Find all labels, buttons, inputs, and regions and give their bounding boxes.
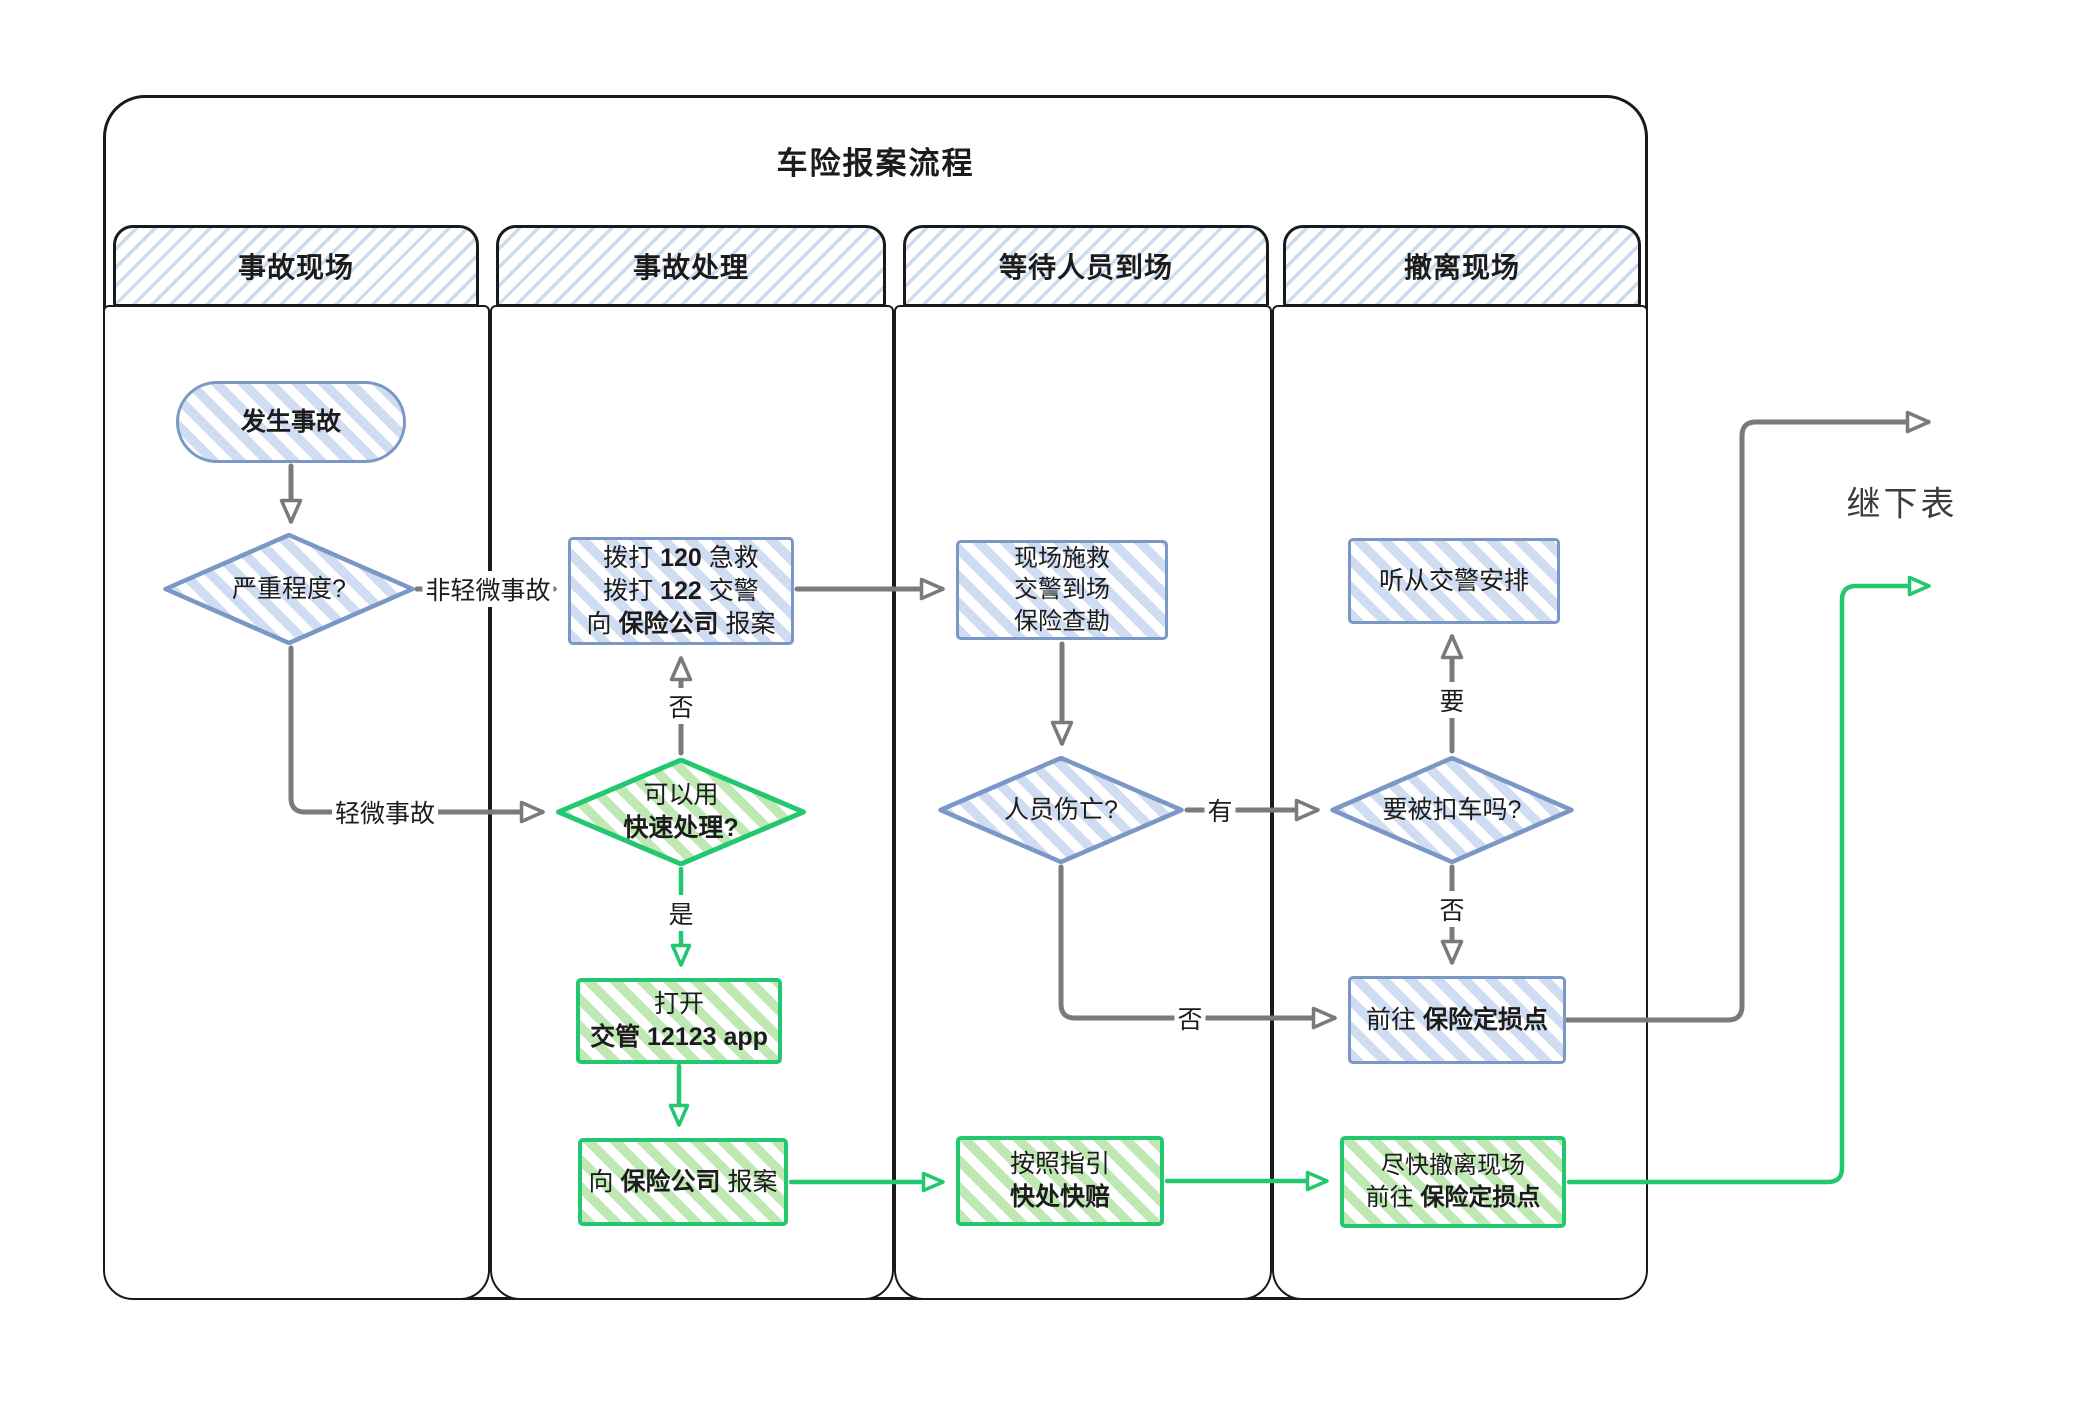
edge-casualty-no-to-damage — [1058, 864, 1337, 1030]
node-goto-damage-point: 前往 保险定损点 — [1348, 976, 1566, 1064]
diagram-title: 车险报案流程 — [776, 146, 975, 181]
node-label: 人员伤亡? — [1004, 795, 1118, 824]
node-label: 拨打 120 急救 拨打 122 交警 向 保险公司 报案 — [586, 543, 776, 638]
node-label: 可以用 快速处理? — [623, 781, 739, 842]
edge-label-has-casualty: 有 — [1204, 792, 1236, 828]
lane-header-label: 事故现场 — [237, 252, 354, 283]
node-onsite-rescue: 现场施救 交警到场 保险查勘 — [956, 540, 1168, 640]
node-label: 发生事故 — [240, 407, 341, 436]
edge-leave-to-next-table — [1566, 575, 1931, 1185]
lane-header-leave-scene: 撤离现场 — [1283, 225, 1641, 307]
node-label: 现场施救 交警到场 保险查勘 — [1014, 544, 1110, 635]
node-label: 听从交警安排 — [1378, 566, 1529, 595]
edge-label-not-minor: 非轻微事故 — [422, 571, 554, 607]
edge-label-no-detain: 否 — [1436, 891, 1468, 927]
edge-label-no-casualty: 否 — [1174, 1000, 1206, 1036]
edge-label-minor: 轻微事故 — [331, 794, 439, 830]
node-accident-occurs: 发生事故 — [176, 381, 406, 463]
lane-header-label: 事故处理 — [632, 252, 749, 283]
node-quick-process-decision: 可以用 快速处理? — [556, 758, 806, 866]
node-casualty-decision: 人员伤亡? — [938, 756, 1184, 864]
edge-label-no-quick: 否 — [665, 688, 697, 724]
node-label: 按照指引 快处快赔 — [1009, 1150, 1110, 1211]
edge-damage-to-next-table — [1564, 410, 1931, 1023]
edge-label-need-detain: 要 — [1436, 682, 1468, 718]
lane-header-label: 等待人员到场 — [998, 252, 1173, 283]
node-obey-police: 听从交警安排 — [1348, 538, 1560, 624]
node-label: 打开 交管 12123 app — [590, 990, 768, 1051]
node-label: 尽快撤离现场 前往 保险定损点 — [1365, 1152, 1541, 1211]
node-detain-decision: 要被扣车吗? — [1330, 756, 1574, 864]
node-label: 要被扣车吗? — [1382, 795, 1522, 824]
node-label: 前往 保险定损点 — [1366, 1005, 1548, 1034]
node-label: 严重程度? — [232, 574, 346, 603]
node-call-120-122-insurer: 拨打 120 急救 拨打 122 交警 向 保险公司 报案 — [568, 537, 794, 645]
lane-header-accident-handling: 事故处理 — [496, 225, 886, 307]
node-report-to-insurer: 向 保险公司 报案 — [578, 1138, 788, 1226]
lane-header-wait-personnel: 等待人员到场 — [903, 225, 1269, 307]
lane-header-label: 撤离现场 — [1403, 252, 1520, 283]
lane-header-accident-scene: 事故现场 — [113, 225, 479, 307]
continued-next-table-label: 继下表 — [1846, 485, 1958, 524]
node-leave-scene-damage-point: 尽快撤离现场 前往 保险定损点 — [1340, 1136, 1566, 1228]
edge-severity-to-quick — [288, 645, 545, 824]
edge-label-yes-quick: 是 — [665, 895, 697, 931]
node-severity-decision: 严重程度? — [163, 533, 415, 645]
node-fast-claim: 按照指引 快处快赔 — [956, 1136, 1164, 1226]
node-open-app-12123: 打开 交管 12123 app — [576, 978, 782, 1064]
node-label: 向 保险公司 报案 — [588, 1167, 778, 1196]
